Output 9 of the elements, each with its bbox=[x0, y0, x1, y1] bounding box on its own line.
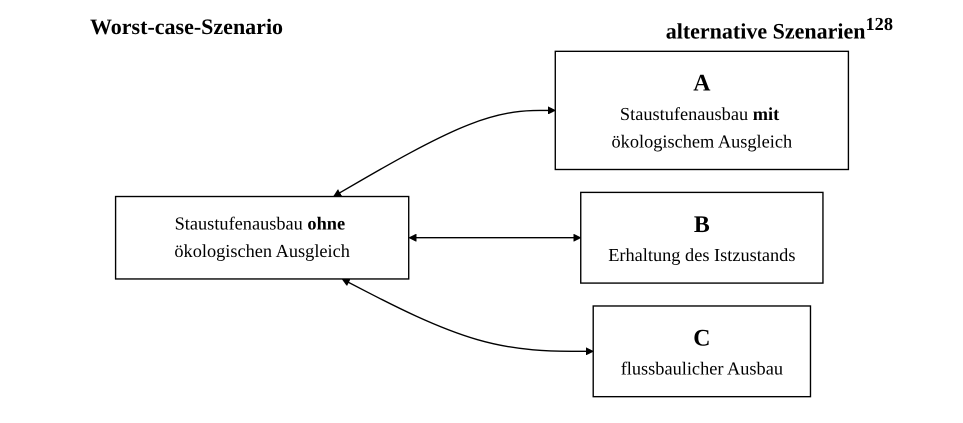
column-heading: alternative Szenarien$^{128}$ bbox=[666, 14, 893, 44]
column-heading: Worst-case-Szenario bbox=[90, 14, 284, 41]
arrow bbox=[332, 106, 556, 198]
node-box: B Erhaltung des Istzustands bbox=[580, 192, 824, 284]
node-box: Staustufenausbau ohne ökologischen Ausgleich bbox=[114, 196, 409, 280]
arrow bbox=[341, 279, 594, 356]
node-box: A Staustufenausbau mit ökologischem Ausgleich bbox=[554, 50, 849, 171]
arrow bbox=[408, 234, 581, 242]
node-box: C flussbaulicher Ausbau bbox=[592, 306, 811, 398]
